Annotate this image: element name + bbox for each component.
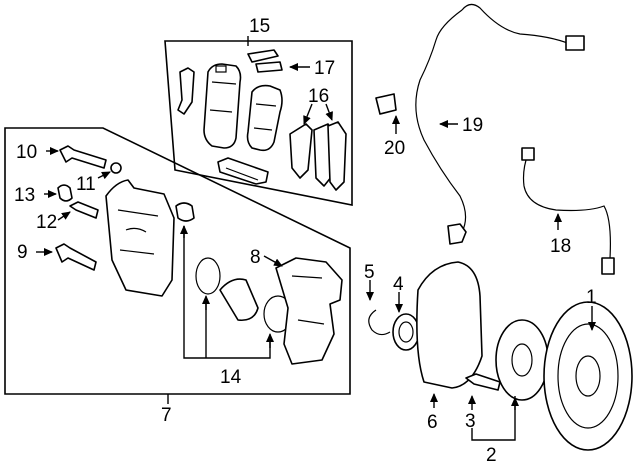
hose-fitting-top xyxy=(521,147,535,161)
callout-1: 1 xyxy=(586,287,597,308)
callout-3: 3 xyxy=(465,411,476,432)
callout-17: 17 xyxy=(314,58,335,79)
callout-2: 2 xyxy=(486,445,497,466)
leader-lines xyxy=(36,36,596,441)
brake-hose xyxy=(522,153,611,259)
callout-6: 6 xyxy=(427,412,438,433)
wheel-stud xyxy=(465,373,501,391)
caliper-group-frame xyxy=(4,127,351,395)
wheel-hub xyxy=(495,319,549,401)
brake-pad-kit xyxy=(177,49,347,191)
sensor-bracket xyxy=(375,93,397,115)
pad-kit-frame xyxy=(164,40,353,206)
callout-13: 13 xyxy=(14,185,35,206)
caliper-parts xyxy=(55,145,343,365)
callout-19: 19 xyxy=(462,115,483,136)
wheel-bearing xyxy=(392,313,420,351)
callout-14: 14 xyxy=(220,367,242,388)
callout-20: 20 xyxy=(384,138,405,159)
abs-sensor-wire xyxy=(415,3,571,233)
callout-12: 12 xyxy=(36,212,57,233)
brake-rotor xyxy=(543,301,633,451)
callout-5: 5 xyxy=(364,262,375,283)
snap-ring xyxy=(368,309,391,336)
callout-7: 7 xyxy=(161,405,172,426)
callout-16: 16 xyxy=(308,86,329,107)
callout-4: 4 xyxy=(393,274,404,295)
dust-shield xyxy=(416,261,483,389)
callout-15: 15 xyxy=(249,16,270,37)
hose-fitting-bottom xyxy=(601,257,615,275)
sensor-head xyxy=(447,223,467,245)
callout-8: 8 xyxy=(250,247,261,268)
callout-9: 9 xyxy=(17,242,28,263)
callout-18: 18 xyxy=(550,236,571,257)
callout-10: 10 xyxy=(16,142,37,163)
callout-11: 11 xyxy=(76,174,96,195)
sensor-connector xyxy=(565,35,585,51)
